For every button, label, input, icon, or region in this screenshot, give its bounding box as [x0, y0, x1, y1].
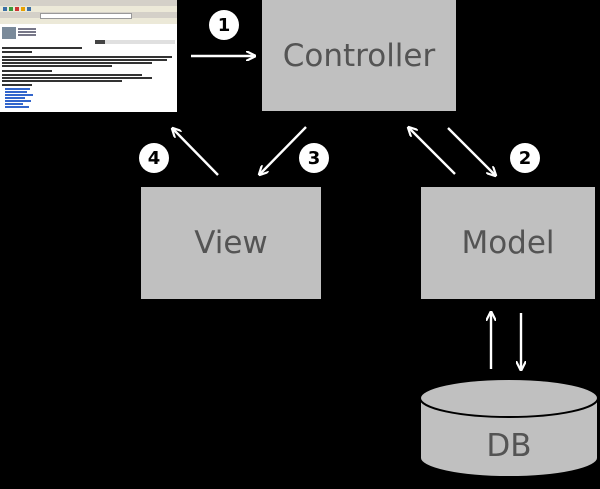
step-badge-4: 4 [139, 143, 169, 173]
view-box: View [141, 187, 321, 299]
controller-box: Controller [262, 0, 456, 111]
db-label-wrap: DB [419, 418, 599, 473]
controller-label: Controller [282, 37, 436, 74]
step-badge-1: 1 [209, 10, 239, 40]
db-label: DB [486, 427, 532, 464]
step-badge-2: 2 [510, 143, 540, 173]
arrow-2-return [409, 128, 456, 175]
arrow-2 [447, 127, 495, 175]
arrow-3 [260, 126, 307, 174]
browser-window-icon [0, 0, 177, 112]
step-3-label: 3 [307, 147, 321, 169]
model-box: Model [421, 187, 595, 299]
step-4-label: 4 [147, 147, 161, 169]
model-label: Model [461, 225, 555, 261]
db-cylinder [419, 378, 599, 478]
view-label: View [194, 225, 268, 261]
step-1-label: 1 [217, 14, 231, 36]
step-badge-3: 3 [299, 143, 329, 173]
arrow-4 [173, 129, 219, 176]
step-2-label: 2 [518, 147, 532, 169]
